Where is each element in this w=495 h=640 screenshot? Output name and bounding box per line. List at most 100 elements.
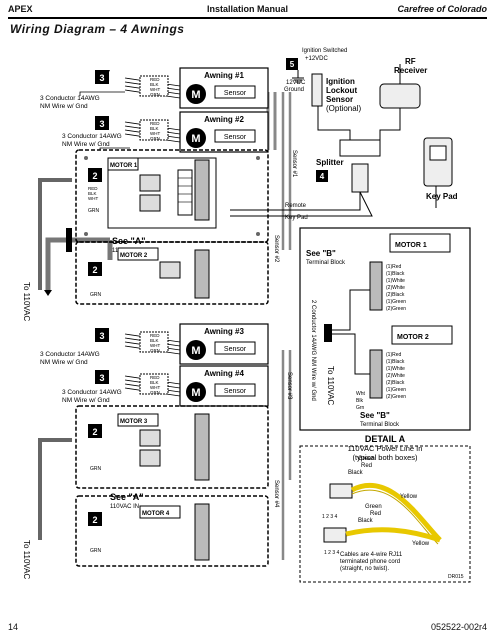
svg-text:M: M [191,387,200,399]
svg-text:2: 2 [92,171,97,181]
svg-text:Yellow: Yellow [400,494,418,500]
motor-3-icon [186,340,206,360]
control-box-2 [75,241,269,305]
svg-text:See "A": See "A" [110,492,144,502]
svg-text:WHT: WHT [150,343,160,348]
svg-text:(2)Green: (2)Green [386,394,406,400]
svg-text:Sensor #2: Sensor #2 [273,235,279,263]
svg-text:M: M [191,89,200,101]
svg-text:2 Conductor 14AWG NM Wire w/ G: 2 Conductor 14AWG NM Wire w/ Gnd [310,300,316,401]
svg-text:12VDC: 12VDC [286,80,306,86]
svg-text:MOTOR 1: MOTOR 1 [395,242,427,249]
svg-text:Cables are 4-wire RJ11: Cables are 4-wire RJ11 [340,552,403,558]
motor-1-icon [186,84,206,104]
svg-text:MOTOR 3: MOTOR 3 [120,419,148,425]
svg-text:Sensor #1: Sensor #1 [291,150,297,178]
svg-text:Lockout: Lockout [326,86,357,95]
svg-text:RED: RED [150,375,160,380]
svg-text:Splitter: Splitter [316,158,344,167]
page-footer: 14 052522-002r4 [8,622,487,634]
awning-1-label: Awning #1 [204,71,244,80]
svg-text:M: M [191,345,200,357]
svg-text:MOTOR 2: MOTOR 2 [397,334,429,341]
svg-text:(1)Black: (1)Black [386,271,405,277]
svg-text:(typical both boxes): (typical both boxes) [352,453,418,462]
rj11-plug-2-icon [323,527,347,543]
svg-text:Sensor: Sensor [224,134,247,141]
detail-a: See "B" Terminal Block MOTOR 1 (1)Red (1… [299,227,471,462]
splitter-icon [351,163,369,193]
svg-text:110VAC Power Line In: 110VAC Power Line In [348,444,423,453]
page-number: 14 [8,622,19,632]
svg-text:DR015: DR015 [448,574,464,580]
control-box-4 [75,495,269,567]
svg-text:(straight, no twist).: (straight, no twist). [340,566,389,572]
svg-text:(2)Green: (2)Green [386,306,406,312]
svg-text:Blk: Blk [356,398,363,404]
svg-text:Red: Red [361,463,372,469]
svg-text:GRN: GRN [90,548,102,554]
callout-3b [95,116,109,130]
awning-group-1-2: Awning #1 M Sensor Awning #2 M Sensor RE… [22,67,297,322]
svg-text:Key Pad: Key Pad [285,215,308,221]
svg-text:Wht: Wht [356,391,366,397]
svg-text:GRN: GRN [150,348,160,353]
motor-2-icon [186,128,206,148]
svg-text:RED: RED [150,333,160,338]
svg-text:2: 2 [92,265,97,275]
svg-text:To 110VAC: To 110VAC [326,366,335,406]
svg-text:Sensor #3: Sensor #3 [286,372,292,400]
svg-text:(1)Green: (1)Green [386,387,406,393]
svg-text:RED: RED [150,121,160,126]
svg-text:Ground: Ground [284,87,304,93]
svg-text:Key Pad: Key Pad [426,192,458,201]
svg-text:(2)White: (2)White [386,285,405,291]
svg-text:BLK: BLK [150,338,159,343]
svg-text:GRN: GRN [150,390,160,395]
keypad-icon [423,137,453,187]
awning-4-label: Awning #4 [204,369,244,378]
svg-text:GRN: GRN [90,292,102,298]
svg-text:1 2 3 4: 1 2 3 4 [322,514,338,520]
svg-text:MOTOR 1: MOTOR 1 [110,163,138,169]
svg-text:3: 3 [99,373,104,383]
document-number: 052522-002r4 [430,622,487,632]
svg-text:Sensor: Sensor [326,95,353,104]
ignition-sensor-icon [311,73,323,107]
svg-text:Sensor: Sensor [224,90,247,97]
svg-text:3: 3 [99,73,104,83]
svg-text:(2)Black: (2)Black [386,292,405,298]
svg-text:2: 2 [92,427,97,437]
header-brand: APEX [8,4,33,14]
svg-text:(2)White: (2)White [386,373,405,379]
svg-text:GRN: GRN [90,466,102,472]
svg-text:(1)Red: (1)Red [386,352,402,358]
svg-text:To 110VAC: To 110VAC [22,540,31,580]
awning-2-label: Awning #2 [204,115,244,124]
to-110vac-1: To 110VAC [22,282,31,322]
header-company: Carefree of Colorado [397,4,487,14]
svg-text:Yellow: Yellow [412,541,430,547]
svg-text:See "B": See "B" [306,249,336,258]
svg-text:Sensor: Sensor [224,346,247,353]
svg-text:WHT: WHT [150,131,160,136]
svg-text:(1)Green: (1)Green [386,299,406,305]
rj11-plug-1-icon [329,483,353,499]
svg-text:MOTOR 4: MOTOR 4 [142,511,170,517]
svg-text:Green: Green [365,504,382,510]
control-accessories: 5 Ignition Switched +12VDC 12VDC Ground … [230,48,458,221]
svg-text:110VAC IN: 110VAC IN [110,504,139,510]
page-title: Wiring Diagram – 4 Awnings [10,22,185,36]
svg-text:Sensor #4: Sensor #4 [273,480,279,508]
phone-cable-detail: Green Red Black 1 2 3 4 Yellow Green Red… [299,445,471,583]
svg-text:5: 5 [290,60,295,69]
svg-text:BLK: BLK [150,380,159,385]
awning-3-label: Awning #3 [204,327,244,336]
svg-text:3: 3 [99,119,104,129]
svg-text:Remote: Remote [285,203,307,209]
page-header: APEX Installation Manual Carefree of Col… [8,4,487,18]
